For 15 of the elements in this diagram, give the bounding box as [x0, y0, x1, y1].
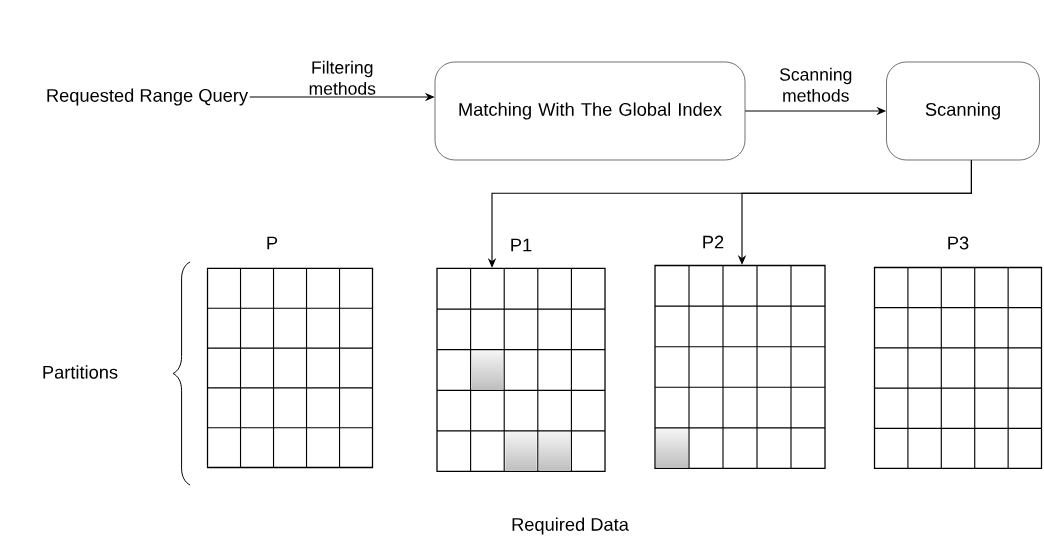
node-label: P3 [948, 236, 969, 250]
node-label: P [267, 236, 278, 250]
partition-grid: P [206, 236, 374, 469]
source-label: Requested Range Query [47, 88, 248, 106]
process-box: Scanning [886, 61, 1040, 161]
label-text: Required Data [512, 517, 629, 535]
partition-grid: P1 [436, 238, 606, 473]
partition-grid: P2 [654, 235, 826, 470]
partition-grid: P3 [873, 236, 1043, 470]
label-text: Partitions [43, 365, 118, 379]
node-label: P2 [703, 235, 724, 249]
node-label: P1 [511, 238, 532, 252]
edge-label: Filtering methods [309, 60, 376, 95]
process-box: Matching With The Global Index [434, 61, 746, 161]
edge-label: Scanning methods [779, 67, 852, 102]
